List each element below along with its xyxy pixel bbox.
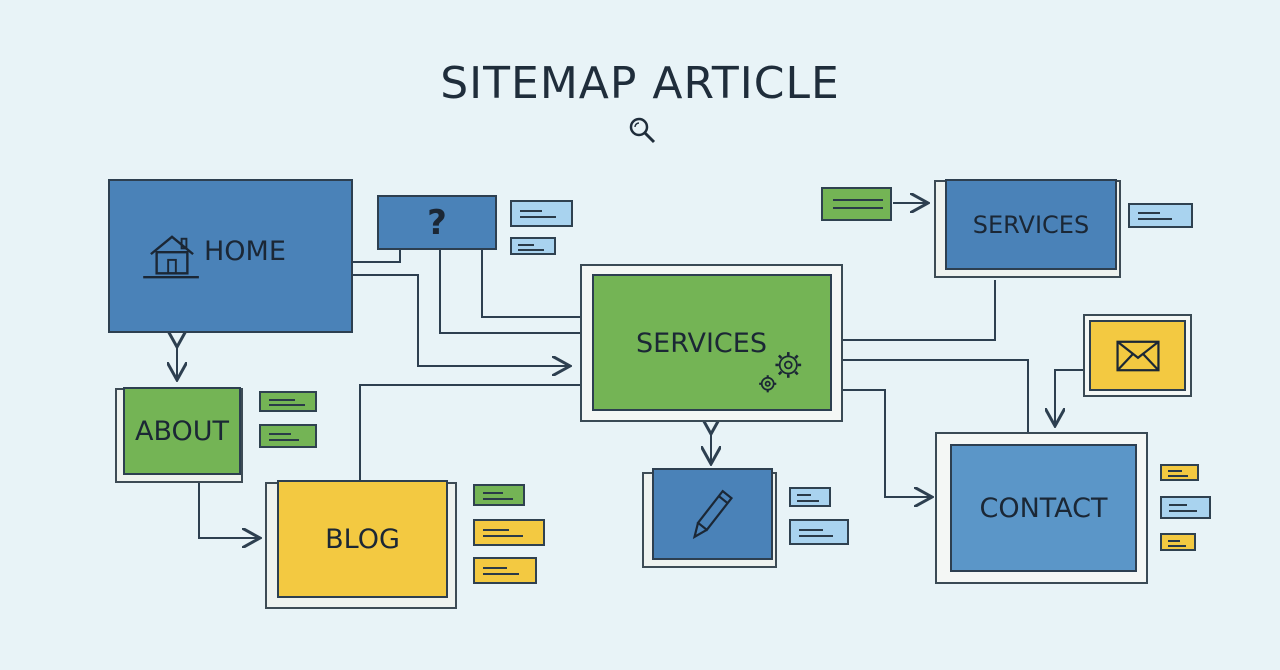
node-help-label: ? bbox=[427, 202, 447, 243]
node-edit[interactable] bbox=[652, 468, 773, 560]
info-tag bbox=[1128, 203, 1193, 228]
info-tag bbox=[259, 424, 317, 448]
node-blog-label: BLOG bbox=[325, 523, 400, 555]
info-tag bbox=[473, 557, 537, 584]
node-email[interactable] bbox=[1089, 320, 1186, 391]
gear-icon bbox=[759, 352, 802, 393]
node-home[interactable]: HOME bbox=[108, 179, 353, 333]
info-tag bbox=[473, 519, 545, 546]
envelope-icon bbox=[1115, 340, 1160, 371]
node-services-top[interactable]: SERVICES bbox=[945, 179, 1117, 270]
info-tag bbox=[510, 200, 573, 227]
info-tag bbox=[789, 487, 831, 507]
node-services-main[interactable]: SERVICES bbox=[592, 274, 832, 411]
info-tag bbox=[821, 187, 892, 221]
info-tag bbox=[510, 237, 556, 255]
info-tag bbox=[473, 484, 525, 506]
house-icon bbox=[143, 235, 199, 279]
node-services-main-label: SERVICES bbox=[636, 328, 767, 359]
node-contact-label: CONTACT bbox=[979, 492, 1108, 524]
node-blog[interactable]: BLOG bbox=[277, 480, 448, 598]
node-about[interactable]: ABOUT bbox=[123, 387, 241, 475]
node-help[interactable]: ? bbox=[377, 195, 497, 250]
node-contact[interactable]: CONTACT bbox=[950, 444, 1137, 572]
search-icon bbox=[629, 117, 656, 144]
info-tag bbox=[789, 519, 849, 545]
node-services-top-label: SERVICES bbox=[972, 210, 1090, 239]
info-tag bbox=[259, 391, 317, 412]
info-tag bbox=[1160, 533, 1196, 551]
info-tag bbox=[1160, 496, 1211, 519]
pen-icon bbox=[692, 489, 733, 540]
node-about-label: ABOUT bbox=[134, 415, 230, 447]
info-tag bbox=[1160, 464, 1199, 481]
node-home-label: HOME bbox=[204, 236, 286, 267]
page-title: SITEMAP ARTICLE bbox=[440, 58, 840, 109]
